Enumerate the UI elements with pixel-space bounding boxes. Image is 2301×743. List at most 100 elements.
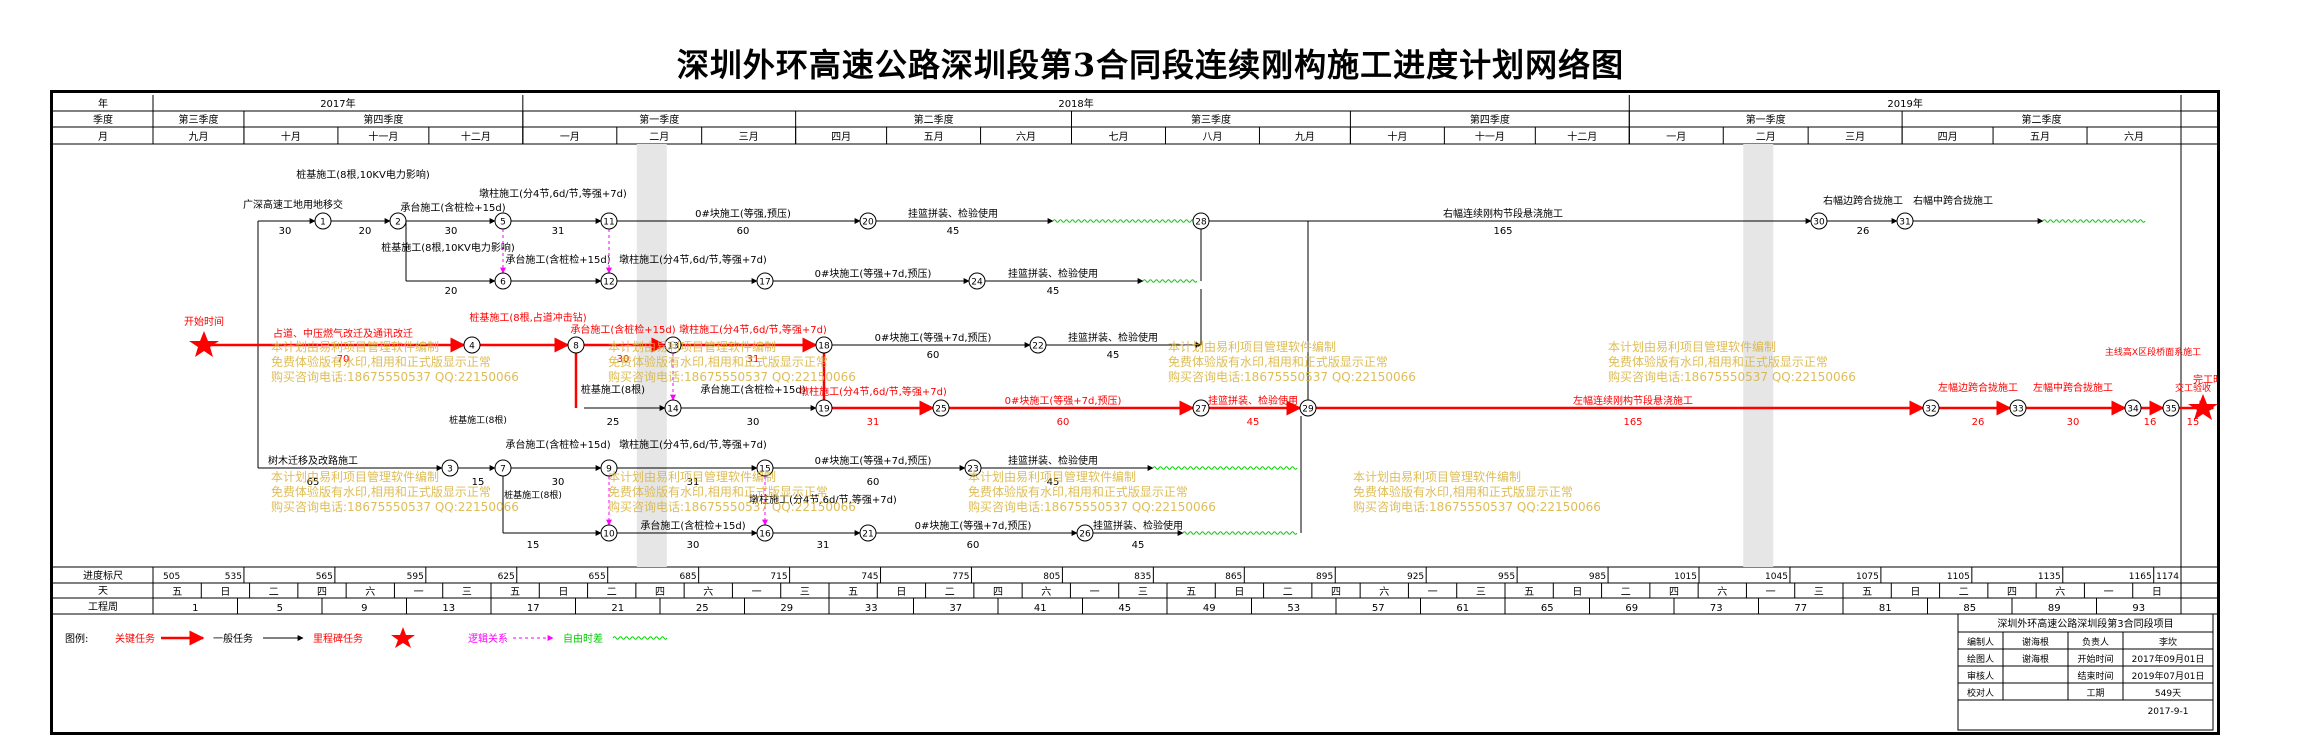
weekday-label: 日 — [2152, 587, 2162, 598]
task-label: 0#块施工(等强+7d,预压) — [815, 267, 932, 280]
node-circle — [2162, 399, 2180, 417]
task-label: 开始时间 — [184, 315, 224, 328]
free-float-line — [2042, 219, 2146, 223]
progress-tick-label: 775 — [952, 572, 969, 582]
task-label: 占道、中压燃气改迁及通讯改迁 — [273, 327, 413, 340]
weekday-label: 四 — [317, 587, 327, 598]
weekday-label: 四 — [1669, 587, 1679, 598]
progress-tick-label: 685 — [679, 572, 696, 582]
task-duration: 60 — [967, 540, 980, 551]
node-circle — [1192, 399, 1210, 417]
node-number: 5 — [500, 218, 506, 228]
task-duration: 45 — [1107, 350, 1120, 361]
task-duration: 60 — [737, 226, 750, 237]
legend-item-label: 一般任务 — [213, 632, 253, 645]
node-number: 33 — [2012, 405, 2023, 415]
node-number: 13 — [667, 342, 678, 352]
task-duration: 15 — [472, 477, 485, 488]
node-circle — [664, 399, 682, 417]
node-number: 1 — [320, 218, 326, 228]
weekday-label: 日 — [220, 587, 230, 598]
progress-tick-label: 895 — [1316, 572, 1333, 582]
month-label: 八月 — [1202, 131, 1222, 143]
title-block-cell: 校对人 — [1967, 687, 1994, 699]
node-number: 29 — [1302, 405, 1314, 415]
task-duration: 15 — [527, 540, 540, 551]
month-label: 十二月 — [1567, 130, 1597, 143]
node-number: 6 — [500, 278, 506, 288]
node-circle — [600, 459, 618, 477]
progress-tick-label: 1174 — [2156, 572, 2179, 582]
node-number: 30 — [1813, 218, 1825, 228]
watermark-text: 购买咨询电话:18675550537 QQ:22150066 — [1353, 499, 1601, 514]
node-circle — [932, 399, 950, 417]
node-circle — [815, 336, 833, 354]
node-number: 4 — [469, 342, 475, 352]
month-label: 一月 — [1666, 131, 1686, 143]
task-duration: 60 — [867, 477, 880, 488]
quarter-label: 第四季度 — [1470, 113, 1510, 126]
task-label: 右幅连续刚构节段悬浇施工 — [1443, 207, 1563, 220]
month-label: 七月 — [1108, 131, 1128, 143]
node-circle — [1299, 399, 1317, 417]
month-label: 十二月 — [461, 130, 491, 143]
weekday-label: 一 — [1090, 587, 1100, 598]
task-label: 0#块施工(等强+7d,预压) — [815, 454, 932, 467]
weekday-label: 三 — [800, 587, 810, 598]
weekday-label: 日 — [1910, 587, 1920, 598]
month-label: 六月 — [2124, 131, 2144, 143]
task-duration: 30 — [747, 417, 760, 428]
title-block-cell: 2019年07月01日 — [2132, 670, 2205, 682]
weekday-label: 五 — [172, 587, 182, 598]
node-circle — [1922, 399, 1940, 417]
week-label: 49 — [1203, 603, 1216, 614]
month-label: 二月 — [649, 131, 669, 143]
task-duration: 16 — [2144, 417, 2157, 428]
task-duration: 65 — [307, 477, 320, 488]
weekday-label: 四 — [655, 587, 665, 598]
month-label: 六月 — [1016, 131, 1036, 143]
weekday-label: 三 — [462, 587, 472, 598]
task-label: 挂篮拼装、检验使用 — [1008, 454, 1098, 467]
node-number: 31 — [1899, 218, 1910, 228]
task-label: 承台施工(含桩检+15d) — [700, 383, 805, 396]
task-label: 承台施工(含桩检+15d) — [570, 323, 675, 336]
month-label: 一月 — [560, 131, 580, 143]
year-label: 2017年 — [320, 97, 355, 110]
progress-tick-label: 835 — [1134, 572, 1151, 582]
quarter-label: 第二季度 — [914, 113, 954, 126]
node-circle — [1076, 524, 1094, 542]
progress-tick-label: 1045 — [1765, 572, 1788, 582]
week-label: 41 — [1034, 603, 1047, 614]
node-circle — [600, 212, 618, 230]
network-diagram: 年季度月九月十月十一月十二月一月二月三月四月五月六月七月八月九月十月十一月十二月… — [53, 95, 2217, 731]
free-float-line — [1182, 531, 1298, 535]
title-block-cell: 结束时间 — [2077, 670, 2113, 682]
title-block-cell: 2017年09月01日 — [2132, 653, 2205, 665]
node-number: 9 — [606, 465, 612, 475]
week-label: 89 — [2048, 603, 2061, 614]
week-label: 53 — [1287, 603, 1300, 614]
legend-item-label: 关键任务 — [115, 632, 155, 645]
progress-tick-label: 655 — [589, 572, 606, 582]
node-number: 35 — [2165, 405, 2176, 415]
diagram-frame: 年季度月九月十月十一月十二月一月二月三月四月五月六月七月八月九月十月十一月十二月… — [50, 90, 2220, 735]
weekday-label: 四 — [2007, 587, 2017, 598]
weekday-label: 日 — [558, 587, 568, 598]
task-label: 0#块施工(等强,预压) — [695, 207, 791, 220]
week-label: 21 — [611, 603, 624, 614]
quarter-label: 第三季度 — [1191, 113, 1231, 126]
task-label: 0#块施工(等强+7d,预压) — [1005, 394, 1122, 407]
progress-tick-label: 865 — [1225, 572, 1242, 582]
watermark-text: 购买咨询电话:18675550537 QQ:22150066 — [608, 499, 856, 514]
task-label: 左幅边跨合拢施工 — [1938, 381, 2018, 394]
weekday-label: 二 — [945, 587, 955, 598]
weekday-label: 四 — [1331, 587, 1341, 598]
node-circle — [756, 524, 774, 542]
task-duration: 45 — [1047, 477, 1060, 488]
task-duration: 20 — [359, 226, 372, 237]
quarter-label: 第二季度 — [2022, 113, 2062, 126]
weekday-label: 三 — [1814, 587, 1824, 598]
task-label: 桩基施工(8根) — [504, 489, 562, 501]
watermark-text: 免费体验版有水印,相用和正式版显示正常 — [271, 354, 491, 369]
